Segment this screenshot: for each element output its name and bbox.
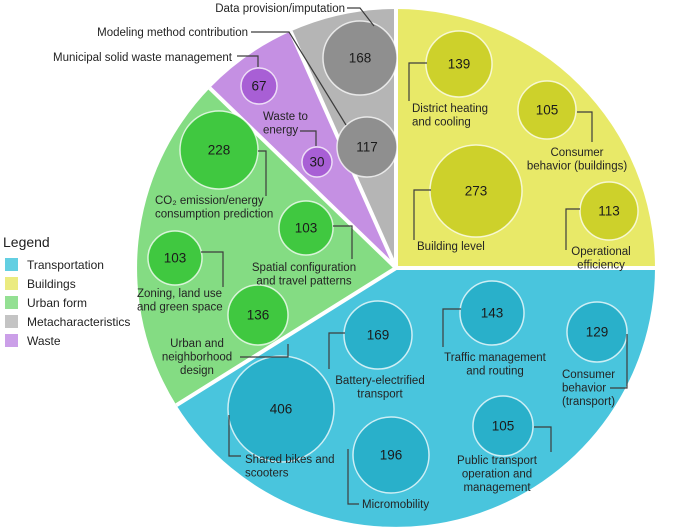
connector-traffic-management-and-routing [442,308,461,347]
legend-label-waste: Waste [27,333,61,348]
bubble-operational-efficiency [579,181,639,241]
bubble-consumer-behavior-transport [566,301,628,363]
bubble-label-modeling-method-contribution: Modeling method contribution [97,27,248,39]
bubble-modeling-method-contribution [336,116,398,178]
bubble-value-district-heating-and-cooling: 139 [448,57,471,72]
bubble-consumer-behavior-buildings [517,80,577,140]
legend-label-transportation: Transportation [27,257,104,272]
bubble-value-consumer-behavior-buildings: 105 [536,103,559,118]
bubble-value-building-level: 273 [465,184,488,199]
sector-separator-transportation [175,266,398,407]
connector-operational-efficiency [565,208,580,250]
bubble-value-spatial-configuration-and-travel-patterns: 103 [295,221,318,236]
bubble-shared-bikes-and-scooters [227,355,335,463]
legend-item-buildings: Buildings [3,274,130,293]
bubble-value-waste-to-energy: 30 [309,155,324,170]
bubble-zoning-land-use-and-green-space [147,230,203,286]
bubble-co-emission-energy-consumption-prediction [179,110,259,190]
legend-item-transportation: Transportation [3,255,130,274]
bubble-value-data-provision-imputation: 168 [349,51,372,66]
connector-municipal-solid-waste-management [237,55,259,67]
connector-micromobility [347,449,359,505]
connector-spatial-configuration-and-travel-patterns [333,225,353,259]
legend-item-waste: Waste [3,331,130,350]
legend-swatch-transportation [5,258,18,271]
bubble-value-consumer-behavior-transport: 129 [586,325,609,340]
connector-public-transport-operation-and-management [534,426,552,452]
legend-swatch-metacharacteristics [5,315,18,328]
bubble-value-public-transport-operation-and-management: 105 [492,419,515,434]
bubble-value-zoning-land-use-and-green-space: 103 [164,251,187,266]
connector-data-provision-imputation [347,7,375,27]
bubble-value-micromobility: 196 [380,448,403,463]
legend-label-urban-form: Urban form [27,295,88,310]
bubble-micromobility [352,416,430,494]
connector-shared-bikes-and-scooters [228,415,241,457]
connector-modeling-method-contribution [251,31,347,126]
bubble-value-modeling-method-contribution: 117 [356,140,378,155]
bubble-value-municipal-solid-waste-management: 67 [251,79,266,94]
legend-label-buildings: Buildings [27,276,76,291]
legend-swatch-waste [5,334,18,347]
bubble-municipal-solid-waste-management [240,67,278,105]
connector-urban-and-neighborhood-design [240,344,289,358]
legend-item-urban-form: Urban form [3,293,130,312]
bubble-label-building-level: Building level [417,241,485,253]
connector-consumer-behavior-buildings [577,111,593,142]
bubble-value-co-emission-energy-consumption-prediction: 228 [208,143,231,158]
connector-consumer-behavior-transport [610,334,628,389]
connector-waste-to-energy [300,130,317,146]
bubble-traffic-management-and-routing [459,280,525,346]
bubble-waste-to-energy [301,146,333,178]
legend-swatch-urban-form [5,296,18,309]
bubble-value-operational-efficiency: 113 [598,204,620,219]
bubble-urban-and-neighborhood-design [227,284,289,346]
bubble-spatial-configuration-and-travel-patterns [278,200,334,256]
connector-district-heating-and-cooling [408,62,427,101]
bubble-value-urban-and-neighborhood-design: 136 [247,308,270,323]
bubble-value-shared-bikes-and-scooters: 406 [270,402,293,417]
bubble-district-heating-and-cooling [425,30,493,98]
bubble-value-battery-electrified-transport: 169 [367,328,390,343]
legend-title: Legend [3,234,50,250]
connector-zoning-land-use-and-green-space [201,251,224,287]
connector-building-level [413,189,431,240]
bubble-label-micromobility: Micromobility [362,499,429,511]
connector-co-emission-energy-consumption-prediction [258,150,267,196]
bubble-building-level [429,144,523,238]
bubble-public-transport-operation-and-management [472,395,534,457]
bubble-value-traffic-management-and-routing: 143 [481,306,504,321]
legend-swatch-buildings [5,277,18,290]
bubble-label-data-provision-imputation: Data provision/imputation [215,3,345,15]
bubble-battery-electrified-transport [343,300,413,370]
legend-item-metacharacteristics: Metacharacteristics [3,312,130,331]
bubble-data-provision-imputation [322,20,398,96]
bubble-label-municipal-solid-waste-management: Municipal solid waste management [53,52,233,64]
connector-battery-electrified-transport [328,332,345,369]
legend-label-metacharacteristics: Metacharacteristics [27,314,131,329]
